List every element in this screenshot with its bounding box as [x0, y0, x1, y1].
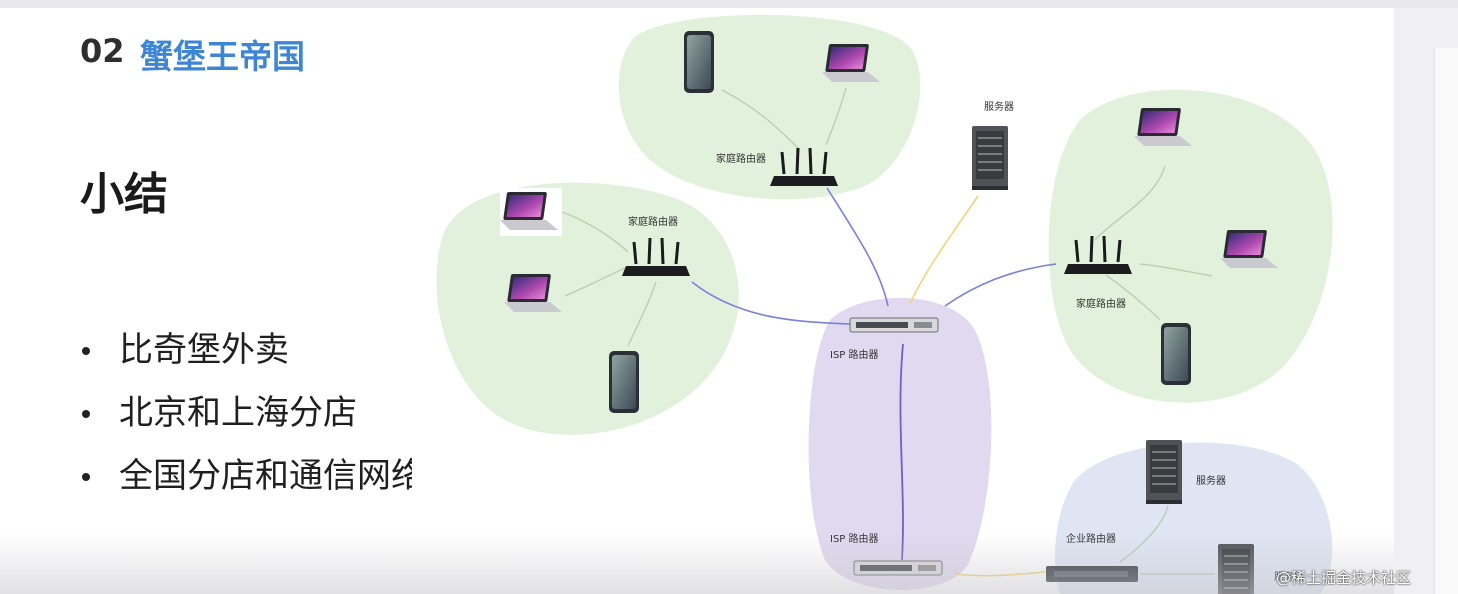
link-laptop-left-1 [561, 211, 629, 253]
isp-cluster [808, 297, 992, 590]
smartphone-icon [684, 31, 714, 93]
top-border [0, 0, 1458, 8]
bullet-icon [82, 473, 90, 481]
home-network-cluster-right [1048, 89, 1333, 403]
server-icon [971, 125, 1009, 191]
link-phone-left [627, 281, 657, 347]
smartphone-icon [609, 351, 639, 413]
home-network-cluster-top [618, 14, 921, 200]
network-diagram: 家庭路由器 家庭路由器 家庭路由器 服务器 ISP 路由器 ISP 路由器 企业… [436, 14, 1333, 594]
list-item: 比奇堡外卖 [80, 326, 412, 389]
list-item-text: 全国分店和通信网络 [119, 456, 412, 496]
bullet-icon [82, 347, 90, 355]
watermark-text: @稀土掘金技术社区 [1276, 569, 1412, 587]
label-server-top: 服务器 [984, 100, 1014, 113]
label-server-right-1: 服务器 [1196, 474, 1226, 487]
label-enterprise-router: 企业路由器 [1066, 532, 1116, 545]
link-laptop-left-2 [564, 267, 626, 297]
list-item: 全国分店和通信网络 [80, 452, 412, 515]
list-item-text: 北京和上海分店 [119, 393, 357, 433]
link-server-isp [909, 195, 979, 305]
link-laptop-right-2 [1139, 263, 1213, 277]
link-isp-enterprise [954, 571, 1046, 577]
smartphone-icon [1161, 323, 1191, 385]
list-item-text: 比奇堡外卖 [119, 330, 289, 370]
link-top-router-isp [826, 187, 889, 307]
label-home-router-top: 家庭路由器 [716, 152, 766, 165]
server-icon [1145, 439, 1183, 505]
isp-router-icon [853, 560, 943, 576]
server-icon [1217, 543, 1255, 594]
enterprise-router-icon [1046, 566, 1138, 582]
link-phone-right [1105, 274, 1161, 321]
bullet-icon [82, 410, 90, 418]
link-laptop-top [825, 87, 847, 146]
label-isp-router-2: ISP 路由器 [830, 532, 879, 545]
link-left-router-isp [691, 281, 851, 325]
link-right-router-isp [944, 263, 1057, 307]
label-isp-router-1: ISP 路由器 [830, 348, 879, 361]
list-item: 北京和上海分店 [80, 389, 412, 452]
link-laptop-right-1 [1094, 165, 1166, 241]
right-side-card [1434, 48, 1458, 594]
summary-list: 比奇堡外卖 北京和上海分店 全国分店和通信网络 [80, 326, 412, 515]
label-home-router-left: 家庭路由器 [628, 215, 678, 228]
home-network-cluster-left [436, 182, 739, 435]
isp-router-icon [849, 317, 939, 333]
label-home-router-right: 家庭路由器 [1076, 297, 1126, 310]
slide-number: 02 [80, 32, 125, 70]
section-heading: 小结 [80, 169, 168, 220]
slide-title: 蟹堡王帝国 [140, 37, 305, 76]
link-phone-top [721, 89, 801, 151]
